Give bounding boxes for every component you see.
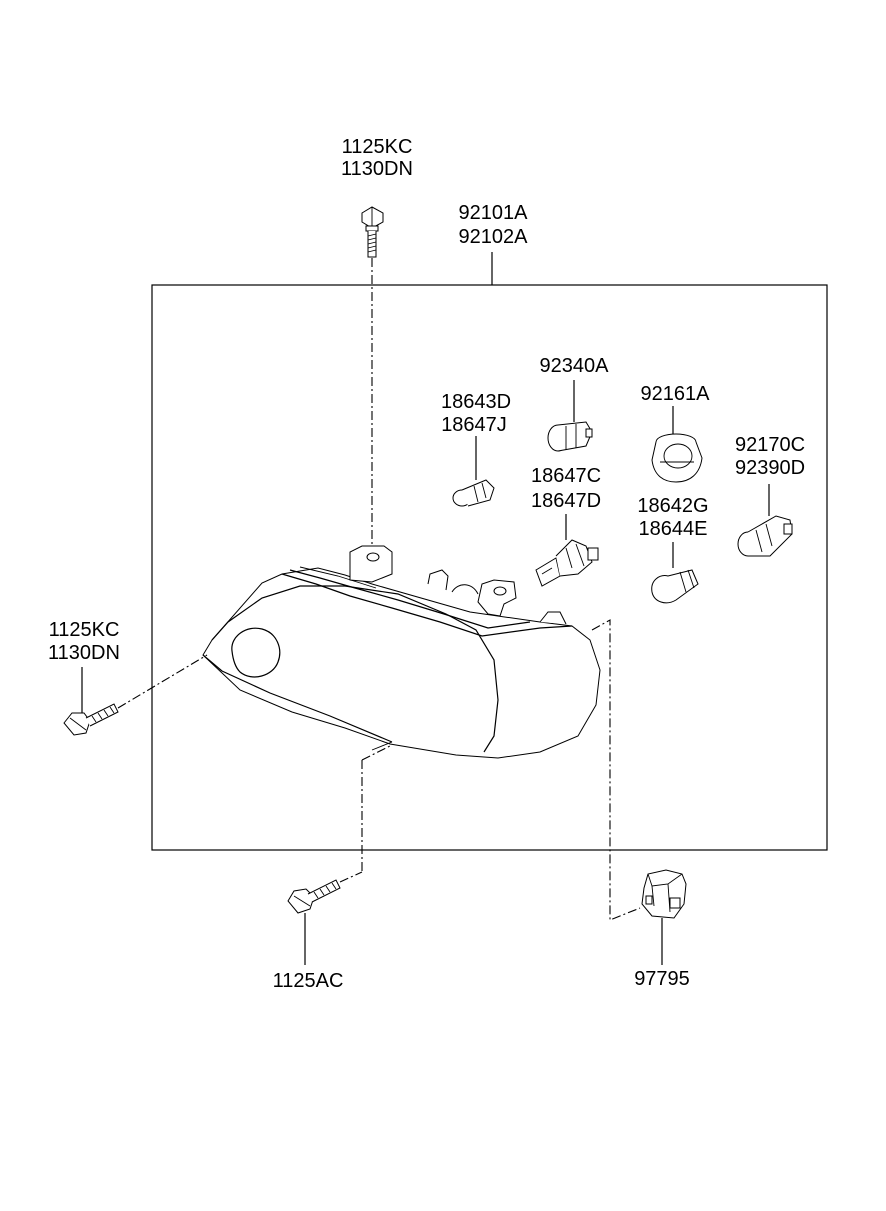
assembly-label-2: 92102A xyxy=(459,226,529,248)
socket-92161-label: 92161A xyxy=(641,383,711,405)
bulb-18647c-label-1: 18647C xyxy=(531,465,601,487)
bulb-18647c-icon xyxy=(535,539,599,587)
left-bolt-label-1: 1125KC xyxy=(49,619,120,641)
left-bolt-dash xyxy=(117,654,208,709)
left-bolt-icon xyxy=(63,703,119,736)
clip-icon xyxy=(641,869,687,919)
bulb-18643-label-2: 18647J xyxy=(441,414,507,436)
top-bolt-icon xyxy=(361,206,384,258)
top-bolt-label-2: 1130DN xyxy=(341,158,413,180)
bulb-18647c-label-2: 18647D xyxy=(531,490,601,512)
bottom-bolt-dash-end xyxy=(339,871,363,883)
socket-92161-icon xyxy=(651,433,703,483)
left-bolt-label-2: 1130DN xyxy=(48,642,120,664)
bottom-bolt-label: 1125AC xyxy=(273,970,344,992)
bulb-18643-icon xyxy=(452,479,495,507)
bulb-92340-label: 92340A xyxy=(540,355,610,377)
bulb-92170-label-1: 92170C xyxy=(735,434,805,456)
assembly-frame xyxy=(151,284,828,851)
bulb-18643-label-1: 18643D xyxy=(441,391,511,413)
assembly-label-1: 92101A xyxy=(459,202,529,224)
headlamp-housing-icon xyxy=(202,545,601,759)
bulb-18642-label-1: 18642G xyxy=(637,495,708,517)
bulb-18642-label-2: 18644E xyxy=(639,518,708,540)
bulb-18642-icon xyxy=(651,569,699,604)
clip-dash xyxy=(591,619,641,921)
top-bolt-label-1: 1125KC xyxy=(342,136,413,158)
bottom-bolt-dash-h xyxy=(361,744,393,761)
bulb-92170-label-2: 92390D xyxy=(735,457,805,479)
bottom-bolt-icon xyxy=(287,879,341,914)
bulb-92340-icon xyxy=(547,421,593,452)
clip-label: 97795 xyxy=(634,968,690,990)
bulb-92170-icon xyxy=(737,515,793,557)
